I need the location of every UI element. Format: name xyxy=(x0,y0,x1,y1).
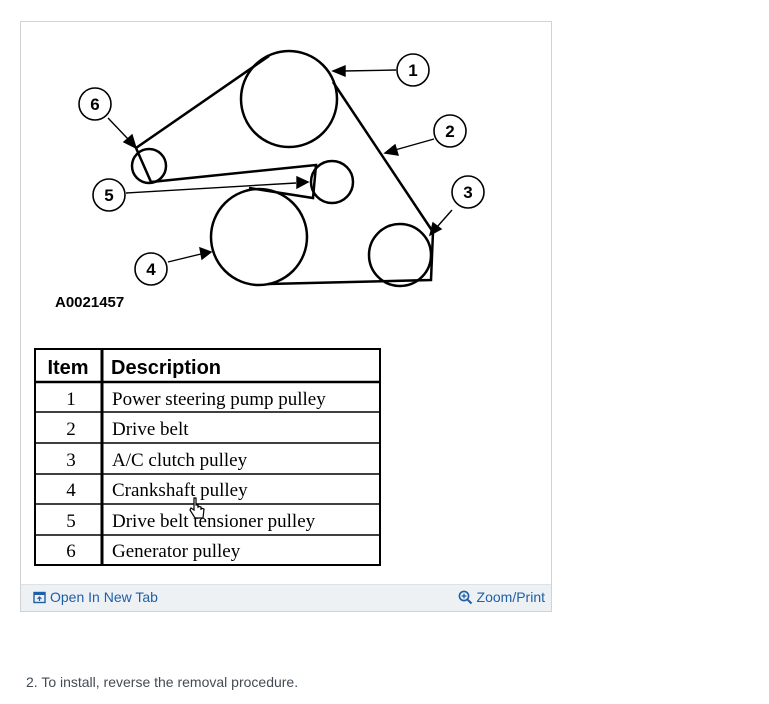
leader-line-6 xyxy=(107,117,129,140)
callout-3-label: 3 xyxy=(463,183,472,202)
tensioner-pulley xyxy=(309,159,355,205)
table-row-2-item: 2 xyxy=(66,419,76,440)
arrowhead-5 xyxy=(296,175,310,190)
zoom-print-label: Zoom/Print xyxy=(476,589,545,605)
arrowhead-4 xyxy=(199,246,213,261)
callout-1-label: 1 xyxy=(408,61,417,80)
figure-footer: Open In New Tab Zoom/Print xyxy=(21,584,551,611)
callout-5-label: 5 xyxy=(104,186,113,205)
callout-2-label: 2 xyxy=(445,122,454,141)
ac-clutch-pulley xyxy=(367,222,433,288)
table-row-3-description: A/C clutch pulley xyxy=(112,450,248,471)
table-header-item: Item xyxy=(47,357,88,379)
arrowhead-1 xyxy=(331,64,346,78)
drive-belt xyxy=(134,54,435,286)
open-in-new-tab-icon xyxy=(33,591,46,604)
table-row-4-item: 4 xyxy=(66,480,76,501)
callout-4-circle xyxy=(134,252,168,286)
callout-2-circle xyxy=(433,114,467,148)
open-in-new-tab-link[interactable]: Open In New Tab xyxy=(33,589,158,605)
callout-1-circle xyxy=(396,53,430,87)
arrowhead-2 xyxy=(383,143,399,156)
leader-line-5 xyxy=(125,182,297,194)
figure-card: 1 2 3 4 5 6 A0021457 Item Description xyxy=(20,21,552,612)
leader-line-1 xyxy=(342,69,397,72)
belt-routing-figure: 1 2 3 4 5 6 A0021457 Item Description xyxy=(21,22,551,585)
table-row-6-description: Generator pulley xyxy=(112,541,241,562)
magnifier-plus-icon xyxy=(458,590,473,605)
callout-5-circle xyxy=(92,178,126,212)
leader-line-3 xyxy=(436,209,453,228)
zoom-print-link[interactable]: Zoom/Print xyxy=(458,589,545,605)
callout-6-circle xyxy=(78,87,112,121)
table-row-1-item: 1 xyxy=(66,389,76,410)
table-row-2-description: Drive belt xyxy=(112,419,189,440)
power-steering-pump-pulley xyxy=(239,49,339,149)
table-row-4-description: Crankshaft pulley xyxy=(112,480,248,501)
callout-4-label: 4 xyxy=(146,260,156,279)
table-row-3-item: 3 xyxy=(66,450,76,471)
callout-6-label: 6 xyxy=(90,95,99,114)
open-in-new-tab-label: Open In New Tab xyxy=(50,589,158,605)
step-instruction-text: 2. To install, reverse the removal proce… xyxy=(26,674,299,690)
table-row-5-item: 5 xyxy=(66,511,76,532)
figure-code: A0021457 xyxy=(55,294,124,311)
belt-routing-diagram: 1 2 3 4 5 6 A0021457 Item Description xyxy=(34,49,485,566)
arrowhead-6 xyxy=(122,133,138,150)
arrowhead-3 xyxy=(428,221,443,237)
legend-table xyxy=(34,348,381,566)
table-row-6-item: 6 xyxy=(66,541,76,562)
crankshaft-pulley xyxy=(209,187,309,287)
table-row-5-description: Drive belt tensioner pulley xyxy=(112,511,316,532)
table-header-description: Description xyxy=(111,357,221,379)
generator-pulley xyxy=(130,147,168,185)
leader-line-4 xyxy=(167,253,202,263)
hand-cursor-icon xyxy=(189,497,205,519)
leader-line-2 xyxy=(394,138,435,151)
table-row-1-description: Power steering pump pulley xyxy=(112,389,326,410)
callout-3-circle xyxy=(451,175,485,209)
